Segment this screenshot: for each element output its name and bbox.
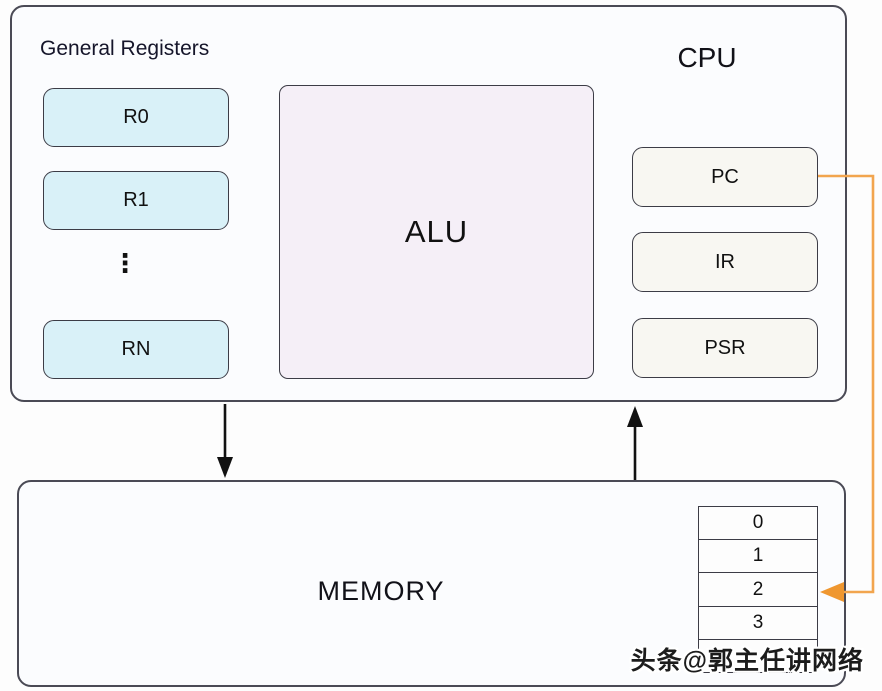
memory-to-cpu-arrow [627, 406, 643, 480]
register-psr: PSR [632, 318, 818, 378]
memory-cell-stack: 0 1 2 3 [698, 506, 818, 673]
memory-cell-2: 2 [699, 573, 817, 607]
general-registers-title: General Registers [40, 37, 210, 60]
memory-cell-0: 0 [699, 507, 817, 541]
cpu-to-memory-arrow [217, 404, 233, 478]
register-rn: RN [43, 320, 229, 379]
memory-label: MEMORY [317, 576, 445, 606]
register-pc: PC [632, 147, 818, 207]
cpu-label: CPU [677, 42, 737, 73]
register-r1: R1 [43, 171, 229, 230]
memory-cell-3: 3 [699, 607, 817, 640]
register-r0: R0 [43, 88, 229, 147]
watermark: 头条@郭主任讲网络 [630, 647, 864, 675]
register-ir: IR [632, 232, 818, 292]
memory-cell-1: 1 [699, 540, 817, 574]
alu-box: ALU [279, 85, 594, 379]
registers-ellipsis: ⋮ [112, 248, 138, 278]
